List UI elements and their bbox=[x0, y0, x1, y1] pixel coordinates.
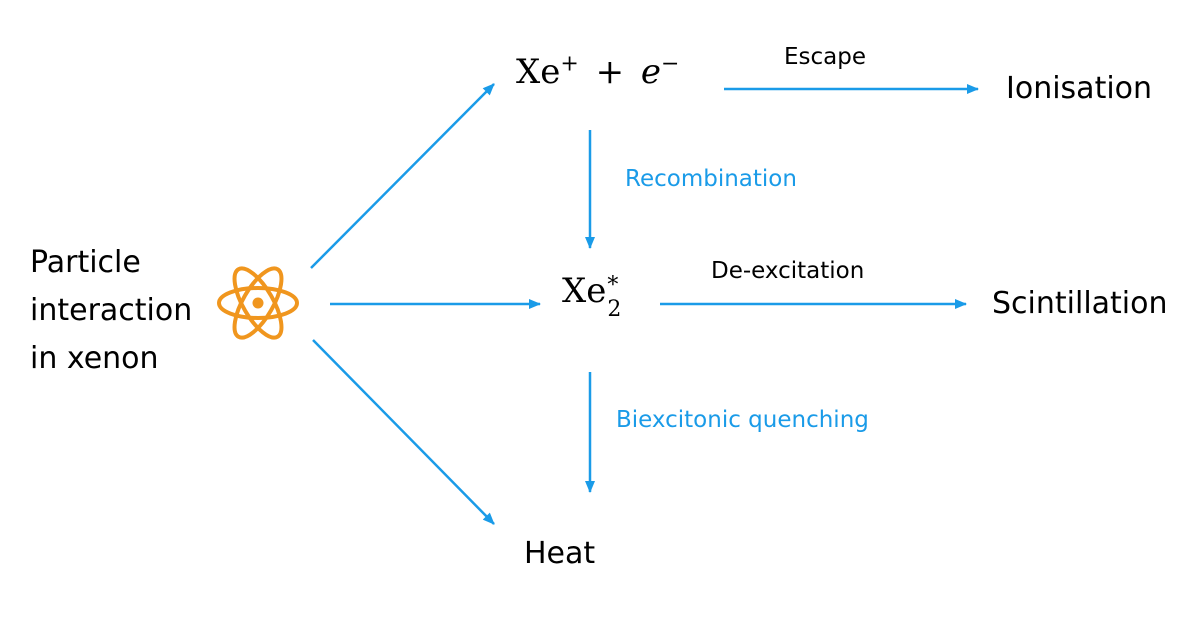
arrow-source-to-ion-pair bbox=[310, 83, 495, 269]
scintillation-node: Scintillation bbox=[992, 286, 1168, 321]
ion-pair-plus: + bbox=[595, 52, 625, 92]
excimer-star: * bbox=[607, 273, 619, 298]
ion-pair-xe: Xe bbox=[516, 52, 561, 92]
recombination-label: Recombination bbox=[625, 166, 797, 192]
ionisation-node: Ionisation bbox=[1006, 71, 1153, 106]
biexcitonic-quenching-label: Biexcitonic quenching bbox=[616, 407, 869, 433]
source-line-2: interaction bbox=[30, 293, 193, 328]
ion-pair-charge: + bbox=[560, 51, 579, 77]
source-line-3: in xenon bbox=[30, 341, 159, 376]
source-node: Particle interaction in xenon bbox=[30, 239, 192, 383]
de-excitation-label: De-excitation bbox=[711, 258, 865, 284]
excimer-subscript: 2 bbox=[607, 297, 622, 322]
atom-icon bbox=[217, 266, 299, 340]
excimer-xe: Xe bbox=[562, 271, 607, 311]
ion-pair-electron-charge: − bbox=[661, 51, 680, 77]
arrow-source-to-heat bbox=[312, 339, 495, 525]
heat-node: Heat bbox=[524, 536, 596, 571]
ion-pair-node: Xe+ + e− bbox=[516, 52, 679, 92]
ion-pair-electron: e bbox=[640, 52, 662, 92]
escape-label: Escape bbox=[784, 44, 867, 70]
source-line-1: Particle bbox=[30, 245, 141, 280]
excimer-node: Xe * 2 bbox=[562, 271, 622, 322]
